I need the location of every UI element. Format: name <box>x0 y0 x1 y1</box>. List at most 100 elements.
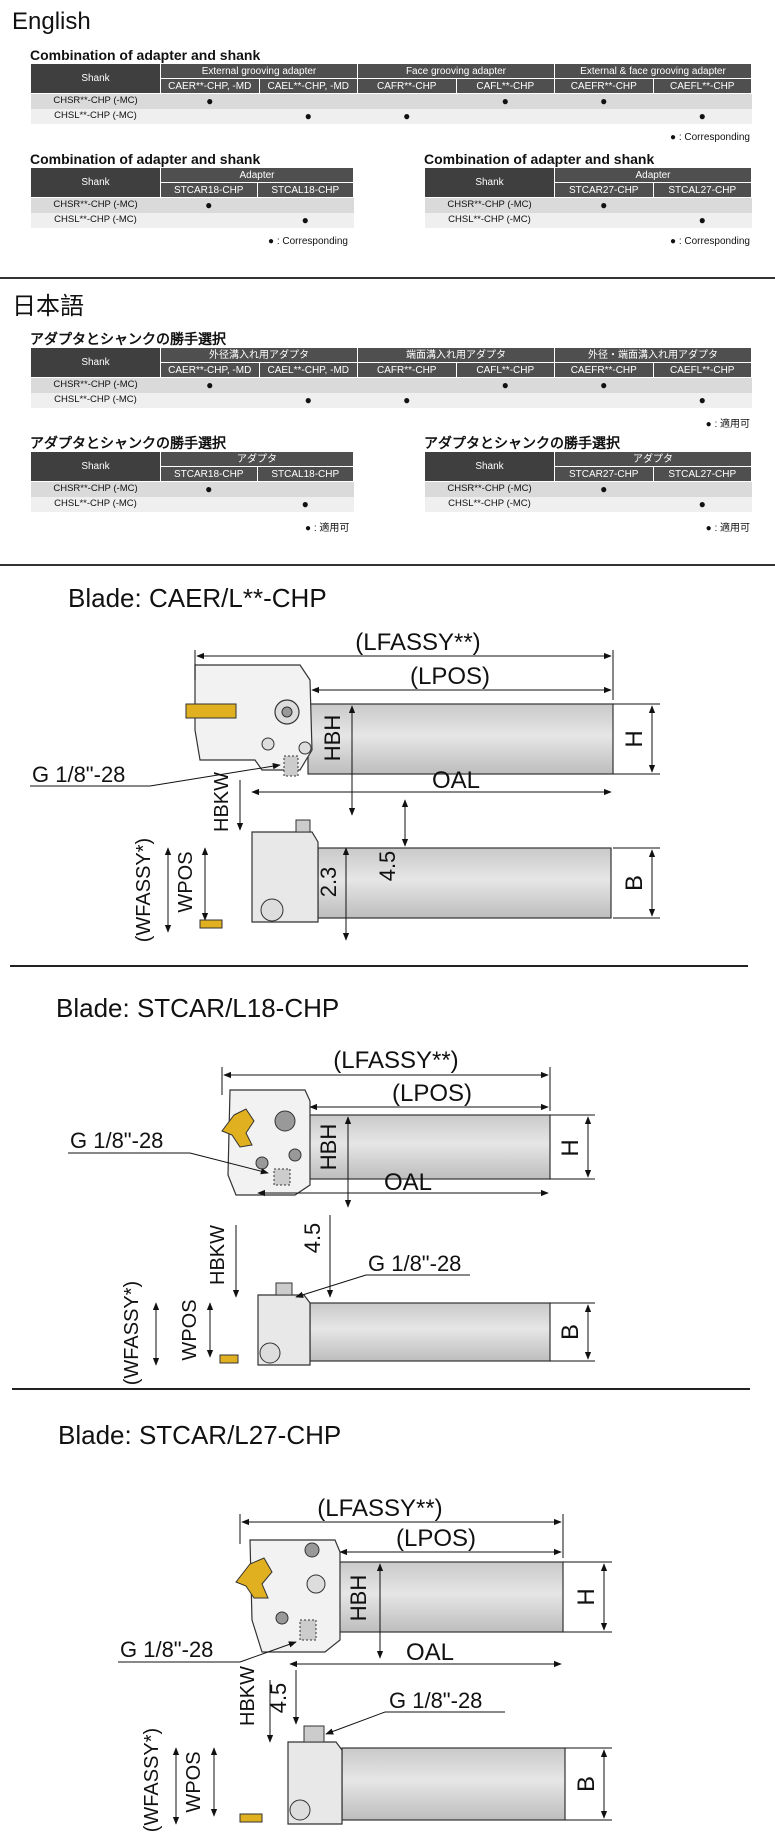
mark-cell: ● <box>456 377 555 393</box>
legend-note: ● : 適用可 <box>705 523 750 534</box>
dim-h: H <box>621 730 648 747</box>
group-header: 端面溝入れ用アダプタ <box>357 347 555 363</box>
dim-hbkw: HBKW <box>207 1225 229 1285</box>
mark-cell: ● <box>554 377 653 393</box>
dim-lpos: (LPOS) <box>410 663 490 690</box>
column-header: CAEFR**-CHP <box>554 362 654 378</box>
mark-cell: ● <box>653 108 752 124</box>
coolant-port <box>283 755 299 777</box>
table-row: CHSL**-CHP (-MC) ● <box>30 496 354 512</box>
column-header: STCAR18-CHP <box>160 466 258 482</box>
mark-cell: ● <box>257 496 354 512</box>
group-header: Adapter <box>160 167 354 183</box>
table-row: CHSR**-CHP (-MC) ● ● ● <box>30 93 752 109</box>
group-header: 外径溝入れ用アダプタ <box>160 347 358 363</box>
shank-header: Shank <box>30 63 161 94</box>
shank-cell: CHSR**-CHP (-MC) <box>424 197 555 213</box>
insert-tip <box>199 919 223 929</box>
screw <box>259 1342 281 1364</box>
blade-drawing-caer: (LFASSY**) (LPOS) H HBH OAL G 1/8"-28 B … <box>30 629 660 942</box>
dim-hbkw: HBKW <box>237 1666 259 1726</box>
mark-cell: ● <box>653 212 752 228</box>
table-title: アダプタとシャンクの勝手選択 <box>424 435 620 451</box>
mark-cell <box>653 197 752 213</box>
legend-note: ● : Corresponding <box>670 236 750 247</box>
mark-cell <box>456 108 555 124</box>
dim-oal: OAL <box>384 1169 432 1196</box>
shank-cell: CHSR**-CHP (-MC) <box>30 93 161 109</box>
mark-cell: ● <box>160 481 257 497</box>
table-row: CHSR**-CHP (-MC) ● <box>424 197 752 213</box>
coolant-port <box>299 1619 317 1641</box>
table-title: アダプタとシャンクの勝手選択 <box>30 331 226 347</box>
shank-cell: CHSL**-CHP (-MC) <box>30 496 161 512</box>
shank-cell: CHSR**-CHP (-MC) <box>30 481 161 497</box>
mark-cell <box>257 481 354 497</box>
insert-tip <box>239 1813 263 1823</box>
thread-label: G 1/8"-28 <box>120 1637 213 1662</box>
grooving-insert <box>185 703 237 719</box>
insert-star <box>235 1557 273 1599</box>
coolant-fitting <box>275 1282 293 1296</box>
legend-note: ● : Corresponding <box>268 236 348 247</box>
table-title: Combination of adapter and shank <box>424 151 655 167</box>
adapter-shank-table: Shank 外径溝入れ用アダプタ 端面溝入れ用アダプタ 外径・端面溝入れ用アダプ… <box>30 347 752 408</box>
dim-lfassy: (LFASSY**) <box>355 629 480 656</box>
shank-body <box>337 1561 564 1633</box>
dim-oal: OAL <box>432 767 480 794</box>
mark-cell: ● <box>653 496 752 512</box>
dim-lpos: (LPOS) <box>396 1525 476 1552</box>
insert-star <box>221 1108 255 1148</box>
group-header: アダプタ <box>160 451 354 467</box>
adapter-body <box>194 664 313 771</box>
screw <box>274 1110 296 1132</box>
mark-cell: ● <box>160 377 259 393</box>
shank-side <box>309 1302 551 1362</box>
shank-cell: CHSL**-CHP (-MC) <box>424 496 555 512</box>
mark-cell <box>160 392 259 408</box>
column-header: CAEL**-CHP, -MD <box>258 78 358 94</box>
column-header: STCAR27-CHP <box>554 182 654 198</box>
mark-cell <box>653 481 752 497</box>
mark-cell: ● <box>554 197 653 213</box>
screw <box>304 1542 320 1558</box>
dim-lpos: (LPOS) <box>392 1080 472 1107</box>
adapter-shank-table: Shank External grooving adapter Face gro… <box>30 63 752 124</box>
mark-cell: ● <box>653 392 752 408</box>
column-header: CAER**-CHP, -MD <box>160 362 260 378</box>
table-row: CHSL**-CHP (-MC) ● <box>30 212 354 228</box>
shank-cell: CHSL**-CHP (-MC) <box>30 212 161 228</box>
shank-cell: CHSR**-CHP (-MC) <box>30 197 161 213</box>
column-header: STCAL18-CHP <box>256 182 354 198</box>
mark-cell: ● <box>160 197 257 213</box>
mark-cell <box>554 496 653 512</box>
column-header: CAFR**-CHP <box>357 362 457 378</box>
adapter-shank-table: Shank アダプタ STCAR27-CHP STCAL27-CHP CHSR*… <box>424 451 752 512</box>
legend-note: ● : Corresponding <box>670 132 750 143</box>
column-header: CAEL**-CHP, -MD <box>258 362 358 378</box>
mark-cell <box>259 93 358 109</box>
group-header: Face grooving adapter <box>357 63 555 79</box>
mark-cell <box>653 377 752 393</box>
shank-side <box>317 847 612 919</box>
group-header: Adapter <box>554 167 752 183</box>
mark-cell <box>160 212 257 228</box>
dim-lfassy: (LFASSY**) <box>333 1047 458 1074</box>
dim-oal: OAL <box>406 1639 454 1666</box>
column-header: STCAL27-CHP <box>652 466 752 482</box>
dim-h: H <box>573 1588 600 1605</box>
screw <box>298 741 312 755</box>
legend-note: ● : 適用可 <box>705 419 750 430</box>
dim-d1: 4.5 <box>300 1223 325 1254</box>
column-header: CAER**-CHP, -MD <box>160 78 260 94</box>
coolant-fitting <box>303 1725 325 1743</box>
dim-h: H <box>557 1139 584 1156</box>
shank-cell: CHSR**-CHP (-MC) <box>30 377 161 393</box>
column-header: CAFL**-CHP <box>455 362 555 378</box>
mark-cell: ● <box>554 481 653 497</box>
dim-hbh: HBH <box>320 715 345 761</box>
dim-wpos: WPOS <box>179 1299 201 1360</box>
shank-cell: CHSL**-CHP (-MC) <box>30 392 161 408</box>
mark-cell: ● <box>554 93 653 109</box>
adapter-shank-table: Shank アダプタ STCAR18-CHP STCAL18-CHP CHSR*… <box>30 451 354 512</box>
